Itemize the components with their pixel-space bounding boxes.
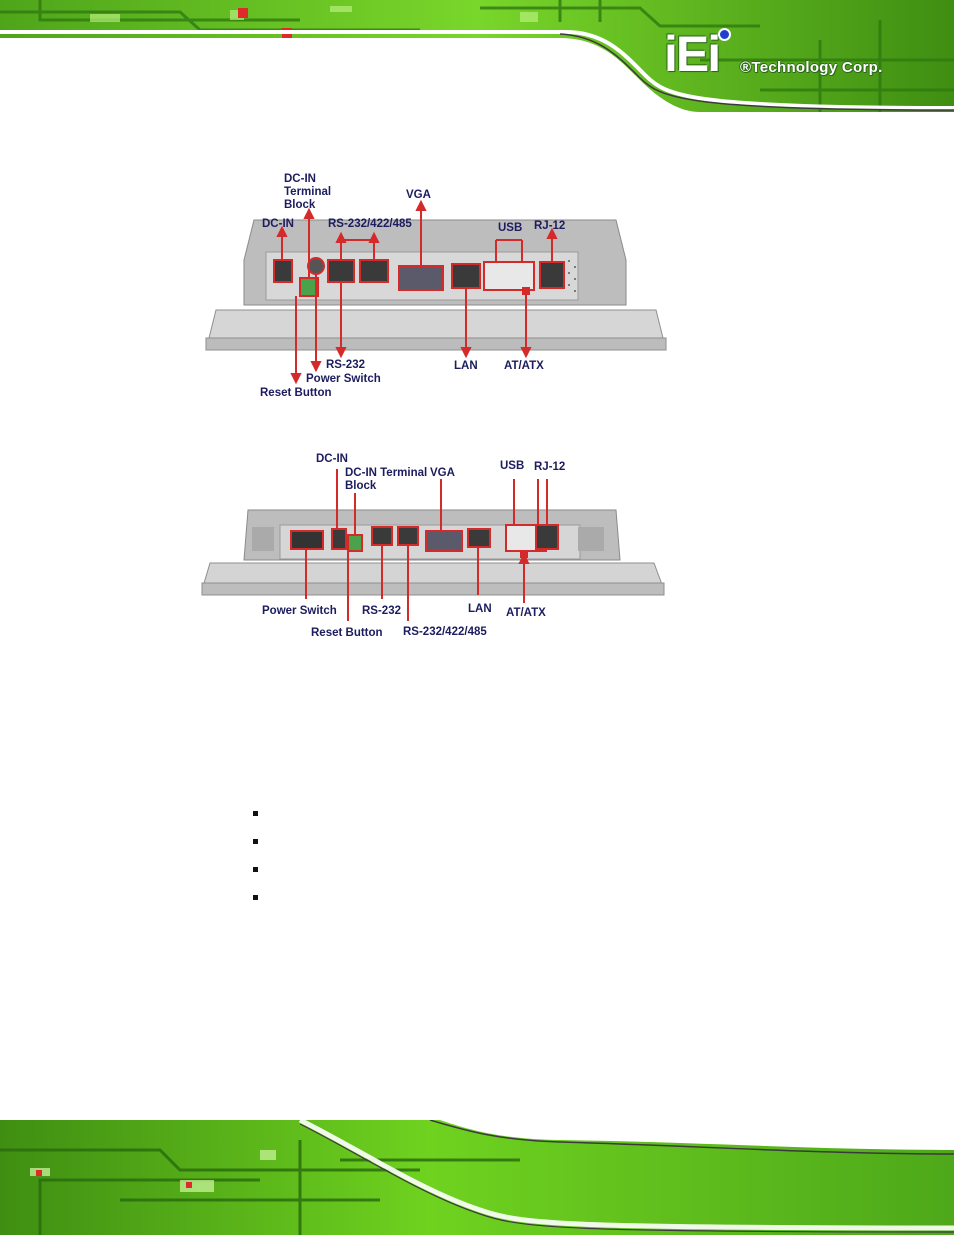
logo-dot-icon: [718, 28, 731, 41]
list-item: [250, 889, 850, 917]
label-lan: LAN: [468, 603, 492, 615]
bullet-square-icon: [253, 839, 258, 844]
bullet-list: [250, 805, 850, 917]
label-at-atx: AT/ATX: [506, 607, 546, 619]
bullet-square-icon: [253, 811, 258, 816]
circuit-board-footer: [0, 1120, 954, 1235]
rear-panel-figure-top: DC-IN DC-IN Terminal Block RS-232/422/48…: [196, 160, 676, 410]
list-item: [250, 861, 850, 889]
circuit-board-banner: [0, 0, 954, 112]
list-item: [250, 833, 850, 861]
label-rs232-422-485: RS-232/422/485: [403, 626, 487, 638]
label-usb: USB: [500, 460, 525, 472]
label-dc-in: DC-IN: [262, 218, 294, 230]
logo-mark: iEi: [664, 26, 721, 82]
label-rs232: RS-232: [326, 359, 365, 371]
label-rs232: RS-232: [362, 605, 401, 617]
label-vga: VGA: [406, 189, 431, 201]
label-reset-button: Reset Button: [311, 627, 383, 639]
company-logo: iEi ®Technology Corp.: [664, 26, 954, 86]
bullet-square-icon: [253, 895, 258, 900]
label-reset-button: Reset Button: [260, 387, 332, 399]
label-rs232-422-485: RS-232/422/485: [328, 218, 412, 230]
label-power-switch: Power Switch: [262, 605, 337, 617]
label-power-switch: Power Switch: [306, 373, 381, 385]
label-rj12: RJ-12: [534, 220, 566, 232]
label-dc-in-terminal-block: DC-IN Terminal Block: [284, 173, 332, 211]
rear-panel-figure-bottom: DC-IN DC-IN Terminal Block VGA USB RJ-12…: [196, 445, 676, 645]
label-rj12: RJ-12: [534, 461, 566, 473]
label-dc-in: DC-IN: [316, 453, 348, 465]
rear-panel-illustration-top: [205, 199, 667, 385]
bullet-square-icon: [253, 867, 258, 872]
label-dc-in-terminal-block: DC-IN Terminal Block: [345, 467, 428, 492]
label-usb: USB: [498, 222, 523, 234]
page-header-banner: iEi ®Technology Corp.: [0, 0, 954, 112]
rear-panel-illustration-bottom: [201, 469, 665, 621]
label-at-atx: AT/ATX: [504, 360, 544, 372]
list-item: [250, 805, 850, 833]
logo-text: ®Technology Corp.: [740, 59, 883, 76]
label-vga: VGA: [430, 467, 455, 479]
label-lan: LAN: [454, 360, 478, 372]
page-footer-banner: [0, 1120, 954, 1235]
